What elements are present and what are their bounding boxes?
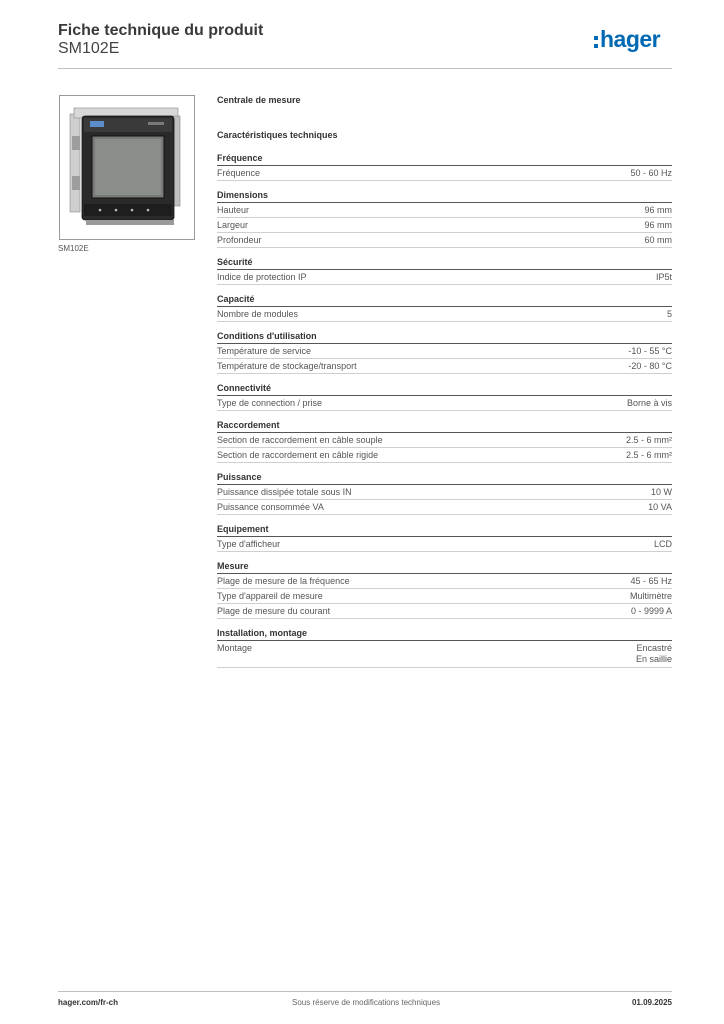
spec-label: Section de raccordement en câble souple [217,435,383,445]
section-title: Puissance [217,471,672,485]
product-reference: SM102E [58,40,120,57]
spec-value: 5 [666,309,672,319]
spec-label: Plage de mesure du courant [217,606,331,616]
footer-website: hager.com/fr-ch [58,998,119,1007]
spec-value: 10 VA [648,502,672,512]
spec-label: Type d'appareil de mesure [217,591,323,601]
spec-row: Indice de protection IP IP5t [217,270,672,285]
spec-row: Plage de mesure du courant 0 - 9999 A [217,604,672,619]
spec-label: Montage [217,643,253,653]
spec-label: Type d'afficheur [217,539,281,549]
footer-disclaimer: Sous réserve de modifications techniques [292,998,441,1007]
spec-row: Fréquence 50 - 60 Hz [217,166,672,181]
spec-label: Température de service [217,346,312,356]
spec-label: Plage de mesure de la fréquence [217,576,350,586]
spec-row: Section de raccordement en câble souple 2… [217,433,672,448]
spec-content: Centrale de mesure Caractéristiques tech… [217,95,672,668]
spec-label: Fréquence [217,168,261,178]
spec-value: 45 - 65 Hz [630,576,672,586]
section-title: Connectivité [217,382,672,396]
spec-row: Nombre de modules 5 [217,307,672,322]
spec-row: Profondeur 60 mm [217,233,672,248]
section-title: Conditions d'utilisation [217,330,672,344]
spec-label: Largeur [217,220,249,230]
spec-value: 2.5 - 6 mm² [625,435,672,445]
spec-row: Montage Encastré En saillie [217,641,672,668]
spec-value: LCD [653,539,672,549]
logo-text: hager [600,26,661,52]
section-title: Mesure [217,560,672,574]
section-title: Raccordement [217,419,672,433]
spec-value: 50 - 60 Hz [630,168,672,178]
spec-value: 96 mm [644,205,672,215]
section-title: Installation, montage [217,627,672,641]
spec-value: IP5t [655,272,672,282]
technical-characteristics-heading: Caractéristiques techniques [217,130,338,140]
spec-label: Puissance consommée VA [217,502,324,512]
spec-value: 2.5 - 6 mm² [625,450,672,460]
header-divider [58,68,672,69]
spec-row: Section de raccordement en câble rigide 2… [217,448,672,463]
section-title: Equipement [217,523,672,537]
spec-value: 10 W [650,487,672,497]
spec-row: Température de stockage/transport -20 - 8… [217,359,672,374]
spec-row: Puissance consommée VA 10 VA [217,500,672,515]
spec-label: Nombre de modules [217,309,299,319]
spec-label: Type de connection / prise [217,398,323,408]
spec-row: Type de connection / prise Borne à vis [217,396,672,411]
spec-label: Hauteur [217,205,250,215]
footer-date: 01.09.2025 [631,998,672,1007]
spec-value: 96 mm [644,220,672,230]
product-image [59,95,195,240]
image-caption: SM102E [58,244,89,253]
spec-value: 0 - 9999 A [630,606,672,616]
spec-value: -20 - 80 °C [628,361,672,371]
section-title: Sécurité [217,256,672,270]
footer-divider [58,991,672,992]
product-type: Centrale de mesure [217,95,301,105]
spec-label: Puissance dissipée totale sous IN [217,487,352,497]
spec-label: Section de raccordement en câble rigide [217,450,379,460]
logo-dots-icon [594,36,599,52]
page-title: Fiche technique du produit [58,22,264,39]
spec-row: Type d'afficheur LCD [217,537,672,552]
section-title: Capacité [217,293,672,307]
spec-row: Plage de mesure de la fréquence 45 - 65 H… [217,574,672,589]
spec-row: Largeur 96 mm [217,218,672,233]
spec-value: Multimètre [629,591,672,601]
section-title: Dimensions [217,189,672,203]
section-title: Fréquence [217,152,672,166]
spec-label: Température de stockage/transport [217,361,357,371]
spec-value: 60 mm [644,235,672,245]
power-meter-image [69,107,181,225]
spec-row: Hauteur 96 mm [217,203,672,218]
spec-row: Température de service -10 - 55 °C [217,344,672,359]
spec-label: Indice de protection IP [217,272,307,282]
spec-label: Profondeur [217,235,262,245]
spec-row: Puissance dissipée totale sous IN 10 W [217,485,672,500]
spec-value: -10 - 55 °C [628,346,672,356]
spec-row: Type d'appareil de mesure Multimètre [217,589,672,604]
spec-value: Encastré En saillie [635,643,672,664]
spec-value: Borne à vis [626,398,672,408]
